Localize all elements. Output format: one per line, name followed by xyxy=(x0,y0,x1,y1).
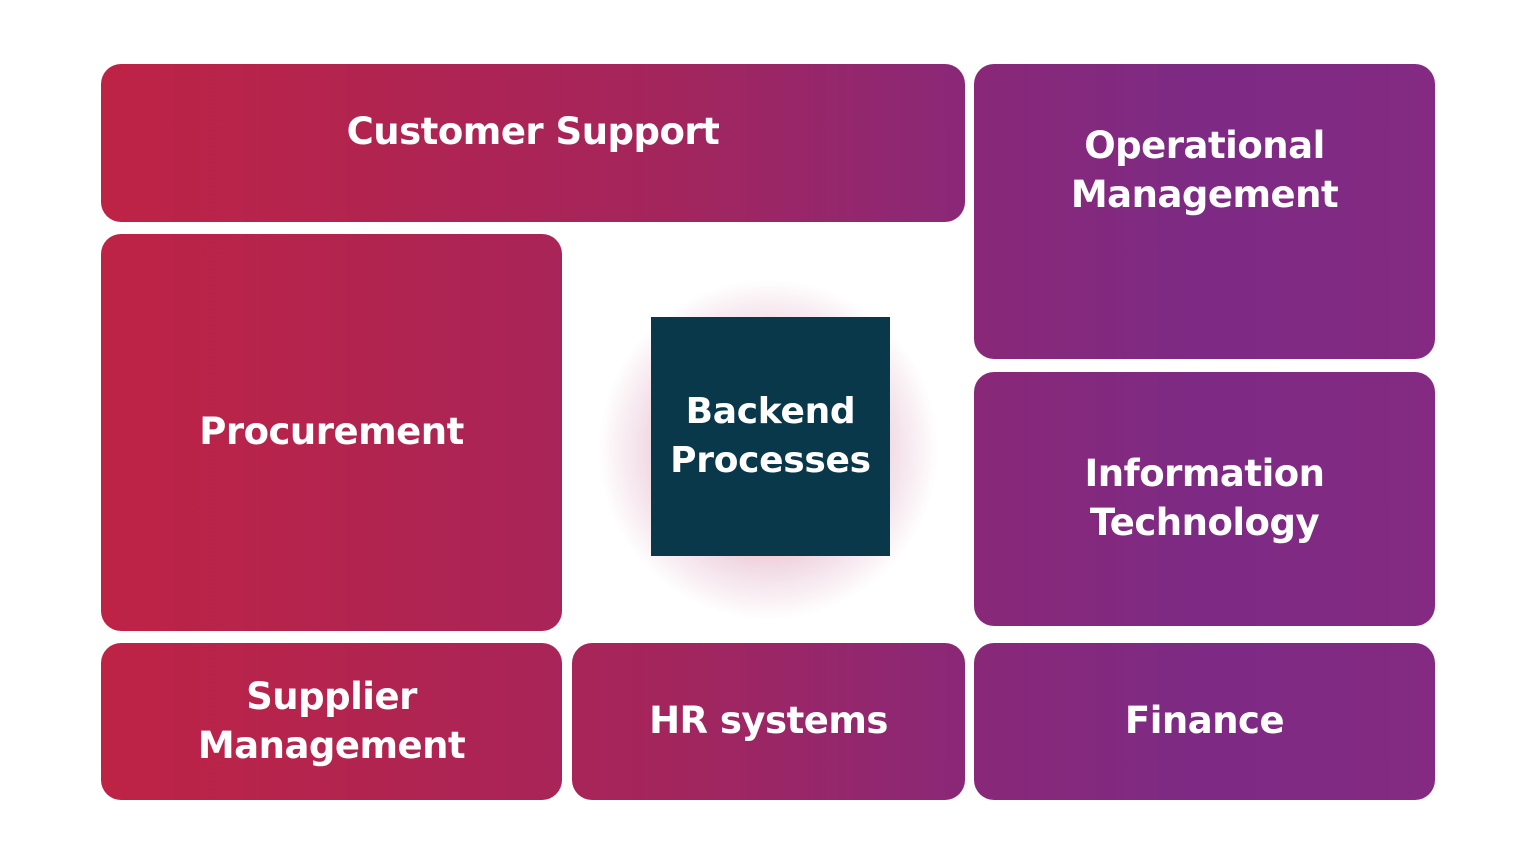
hr-systems-label: HR systems xyxy=(649,699,888,743)
procurement-label: Procurement xyxy=(199,410,464,454)
backend-processes-label-line2: Processes xyxy=(670,439,871,481)
operational-management-label-line2: Management xyxy=(1070,172,1339,216)
supplier-management-label-line1: Supplier xyxy=(246,674,417,718)
supplier-management-tile: Supplier Management xyxy=(101,643,562,800)
procurement-tile: Procurement xyxy=(101,234,562,631)
customer-support-label: Customer Support xyxy=(346,109,720,153)
information-technology-tile: Information Technology xyxy=(974,372,1435,626)
backend-processes-box: Backend Processes xyxy=(651,317,890,556)
operational-management-tile: Operational Management xyxy=(974,64,1435,359)
information-technology-label-line2: Technology xyxy=(1089,501,1320,544)
operational-management-label-line1: Operational xyxy=(1084,123,1325,167)
finance-label: Finance xyxy=(1124,699,1285,743)
information-technology-label-line1: Information xyxy=(1084,452,1325,496)
customer-support-tile: Customer Support xyxy=(101,64,965,222)
hr-systems-tile: HR systems xyxy=(572,643,965,800)
supplier-management-label-line2: Management xyxy=(197,723,466,767)
backend-processes-label-line1: Backend xyxy=(685,390,856,432)
finance-tile: Finance xyxy=(974,643,1435,800)
